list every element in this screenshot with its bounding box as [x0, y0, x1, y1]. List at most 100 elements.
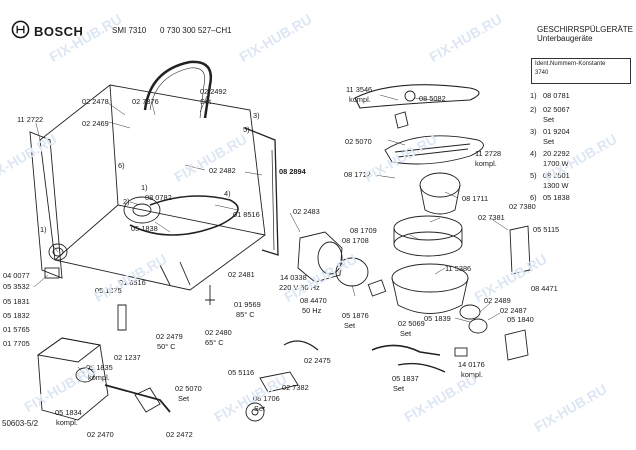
part-label: 04 0077 — [3, 271, 30, 280]
filter-cup-body — [419, 184, 461, 215]
part-label: 4) — [224, 189, 231, 198]
part-label: 02 2487 — [500, 306, 527, 315]
part-label: 14 0176 — [458, 360, 485, 369]
part-label: 05 1837 — [392, 374, 419, 383]
part-label: 3) — [253, 111, 260, 120]
part-label: 01 8516 — [233, 210, 260, 219]
legend-key: 6) — [530, 193, 537, 202]
gasket-ring — [48, 243, 68, 261]
part-label: 2) — [123, 197, 130, 206]
part-label: 08 1711 — [462, 194, 489, 203]
legend-value: Set — [543, 115, 555, 124]
ident-label: Ident.Nummern-Konstante — [535, 61, 606, 67]
drawing-reference: 50603-5/2 — [2, 419, 39, 428]
part-label: 02 7380 — [509, 202, 536, 211]
bypass-hose — [371, 344, 441, 356]
part-label: 02 7381 — [478, 213, 505, 222]
valve-lower — [259, 371, 299, 393]
legend-key: 5) — [530, 171, 537, 180]
part-label: 02 1237 — [114, 353, 141, 362]
legend-value: 08 0781 — [543, 91, 570, 100]
part-label: 08 0782 — [145, 193, 172, 202]
part-label: 02 2482 — [209, 166, 236, 175]
part-label: 85° C — [236, 310, 255, 319]
part-label: 1) — [141, 183, 148, 192]
part-label: 65° C — [205, 338, 224, 347]
legend-value: 02 5067 — [543, 105, 570, 114]
spray-arm-hub — [404, 90, 416, 102]
legend-value: 01 9204 — [543, 127, 570, 136]
part-label: 02 2478 — [82, 97, 109, 106]
part-label: kompl. — [56, 418, 78, 427]
softener-port — [75, 367, 95, 383]
subcategory-title: Unterbaugeräte — [537, 34, 593, 43]
part-label: 01 5765 — [3, 325, 30, 334]
part-label: 08 5082 — [419, 94, 446, 103]
legend-value: 1300 W — [543, 181, 569, 190]
part-label: 02 2489 — [484, 296, 511, 305]
part-label: 05 1840 — [507, 315, 534, 324]
part-label: Set — [393, 384, 405, 393]
part-label: 11 3546 — [346, 85, 373, 94]
legend-value: 05 1838 — [543, 193, 570, 202]
legend-value: 20 2292 — [543, 149, 570, 158]
spray-arm — [354, 84, 480, 109]
part-label: 05 1876 — [342, 311, 369, 320]
part-label: Set — [344, 321, 356, 330]
part-label: 01 9569 — [234, 300, 261, 309]
legend-value: 1700 W — [543, 159, 569, 168]
legend-value: 08 3501 — [543, 171, 570, 180]
cap-piece — [44, 267, 60, 279]
sump-outlet — [459, 304, 481, 320]
part-label: 01 8516 — [119, 278, 146, 287]
sump-body — [391, 277, 469, 314]
pump-motor — [297, 231, 343, 283]
part-label: 01 7705 — [3, 339, 30, 348]
part-label: 05 5116 — [228, 368, 255, 377]
sump-outlet-2 — [468, 318, 488, 334]
part-label: kompl. — [349, 95, 371, 104]
filter-ring-side — [393, 228, 463, 244]
part-label: 05 5115 — [533, 225, 560, 234]
part-label: kompl. — [461, 370, 483, 379]
side-rail — [244, 127, 279, 256]
tub-front-frame — [29, 131, 63, 279]
clamp-small — [454, 347, 468, 357]
part-label: 11 5386 — [445, 264, 472, 273]
part-label: Set — [254, 404, 266, 413]
model-number: SMI 7310 — [112, 26, 147, 35]
gear-hub — [251, 408, 259, 416]
mounting-bracket — [509, 225, 531, 275]
drain-hose — [104, 384, 171, 413]
filter-cup — [419, 172, 461, 198]
part-label: 05 1831 — [3, 297, 30, 306]
pump-volute — [335, 257, 369, 287]
filter-ring-upper — [393, 215, 463, 241]
ident-value: 3740 — [535, 70, 549, 76]
pump-outlet — [367, 279, 387, 297]
part-label: 02 2480 — [205, 328, 232, 337]
floor-pan-edge — [159, 261, 191, 286]
dispenser-cap — [132, 203, 152, 217]
connector-piece — [134, 387, 161, 413]
water-pipe — [143, 60, 213, 119]
part-label: 02 5070 — [175, 384, 202, 393]
legend-key: 2) — [530, 105, 537, 114]
legend-key: 1) — [530, 91, 537, 100]
bypass-hose-2 — [397, 362, 446, 373]
part-number: 0 730 300 527–CH1 — [160, 26, 232, 35]
legend-value: Set — [543, 137, 555, 146]
lower-spray-arm-hatch — [394, 143, 471, 158]
part-label: 02 2470 — [87, 430, 114, 439]
part-label: 08 1709 — [350, 226, 377, 235]
part-label: 02 7382 — [282, 383, 309, 392]
dispenser — [123, 196, 161, 224]
small-valve — [117, 304, 127, 331]
part-label: 02 2479 — [156, 332, 183, 341]
part-label: 50° C — [157, 342, 176, 351]
part-label: 08 1708 — [342, 236, 369, 245]
part-label: 02 5069 — [398, 319, 425, 328]
part-label: 08 4471 — [531, 284, 558, 293]
gasket-ring-inner — [52, 247, 64, 257]
